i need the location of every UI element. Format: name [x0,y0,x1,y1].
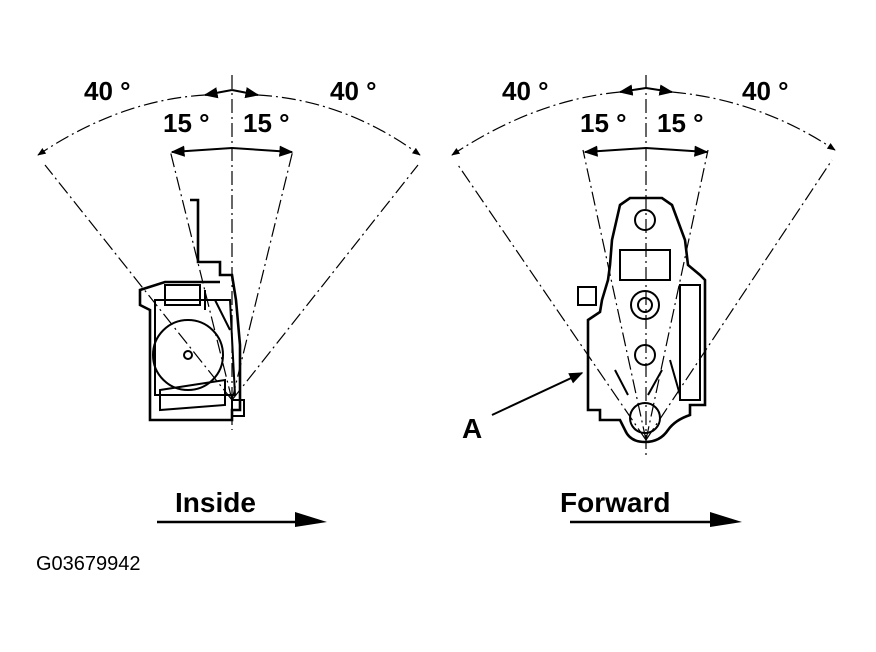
right-inner-right-angle: 15 ° [657,108,704,138]
left-outer-left-angle: 40 ° [84,76,131,106]
right-direction-label: Forward [560,487,670,518]
right-direction-arrowhead [710,512,742,527]
left-40-line-left [44,164,233,401]
right-15-line-right [645,149,709,441]
left-view: 40 ° 40 ° 15 ° 15 ° Inside [37,75,421,527]
left-15-arrow-left [170,145,233,157]
left-direction-arrowhead [295,512,327,527]
right-15-line-left [582,149,647,441]
left-outer-right-angle: 40 ° [330,76,377,106]
left-40-tick-right [231,87,260,99]
left-latch-drawing [138,198,245,422]
right-15-arrow-right [645,145,709,157]
right-40-tick-right [645,84,674,96]
figure-code: G03679942 [36,553,141,575]
right-40-line-left [457,164,647,441]
right-inner-left-angle: 15 ° [580,108,627,138]
left-40-tick-left [203,87,233,99]
right-40-line-right [645,159,833,441]
left-40-arc-left [37,94,206,156]
right-40-arc-right [671,91,836,151]
right-view: 40 ° 40 ° 15 ° 15 ° A Forward [451,75,836,527]
right-outer-left-angle: 40 ° [502,76,549,106]
left-direction-label: Inside [175,487,256,518]
callout-a-label: A [462,413,482,444]
left-15-line-right [231,149,294,401]
right-latch-drawing [577,196,707,444]
right-40-tick-left [618,84,647,96]
left-inner-left-angle: 15 ° [163,108,210,138]
right-40-arc-left [451,91,621,156]
right-outer-right-angle: 40 ° [742,76,789,106]
left-15-line-left [169,149,233,401]
callout-a-leader [491,372,584,416]
left-inner-right-angle: 15 ° [243,108,290,138]
right-15-arrow-left [583,145,647,157]
left-40-line-right [231,164,419,401]
left-40-arc-right [257,94,421,156]
left-15-arrow-right [231,145,294,157]
